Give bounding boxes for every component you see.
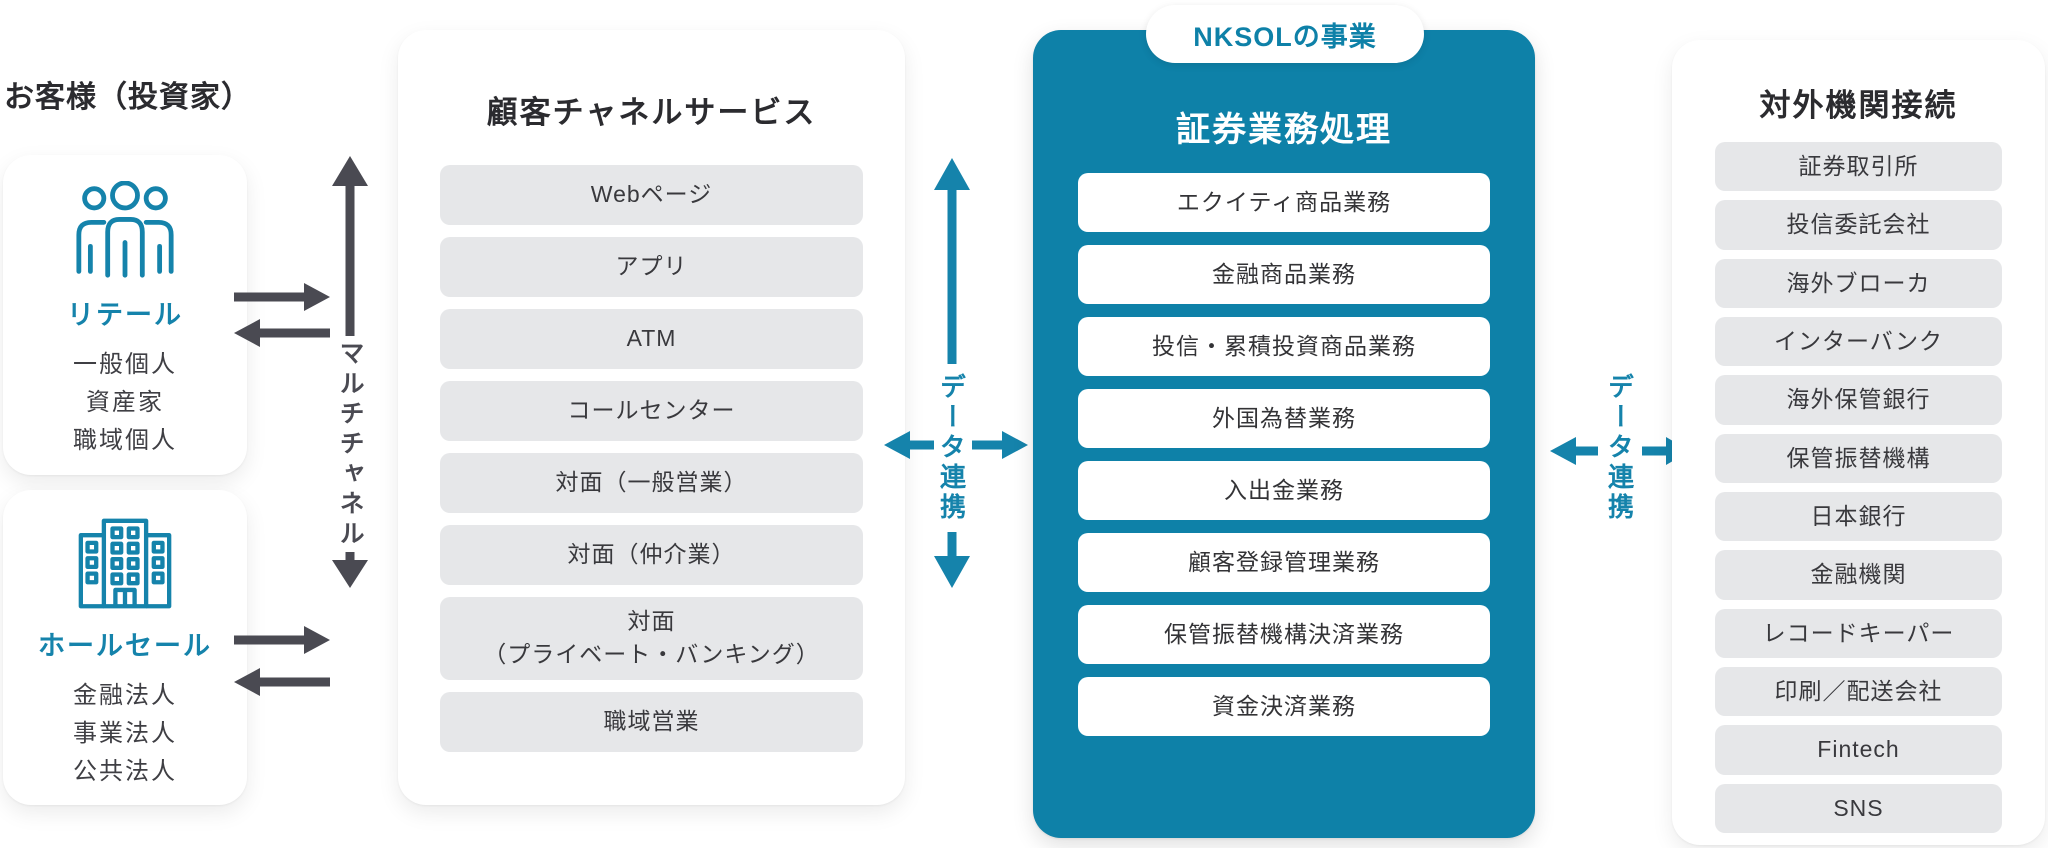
nksol-badge: NKSOLの事業 bbox=[1146, 5, 1424, 63]
external-item-pill: インターバンク bbox=[1715, 317, 2002, 367]
securities-item-pill: 保管振替機構決済業務 bbox=[1078, 605, 1490, 664]
people-icon bbox=[76, 181, 174, 278]
wholesale-inbound-arrow bbox=[234, 668, 330, 696]
channel-services-list: Webページアプリ ATM コールセンター対面（一般営業） 対面（仲介業） 対面 （プラ… bbox=[440, 165, 863, 752]
external-item-pill: SNS bbox=[1715, 783, 2002, 834]
building-icon bbox=[78, 518, 172, 609]
retail-card: リテール 一般個人資産家職域個人 bbox=[3, 155, 247, 475]
external-item-pill: レコードキーパー bbox=[1715, 608, 2002, 659]
securities-item-pill: エクイティ商品業務 bbox=[1078, 173, 1490, 232]
retail-member-item: 職域個人 bbox=[73, 427, 177, 454]
channel-item-pill: 対面（仲介業） bbox=[440, 525, 863, 585]
securities-item-pill: 資金決済業務 bbox=[1078, 677, 1490, 736]
data-link-left-arrow-toward-channel bbox=[884, 431, 934, 459]
multichannel-arrow-bottom bbox=[332, 552, 368, 588]
external-item-pill: 投信委託会社 bbox=[1715, 200, 2002, 250]
retail-outbound-arrow bbox=[234, 283, 330, 311]
wholesale-outbound-arrow bbox=[234, 626, 330, 654]
wholesale-member-item: 公共法人 bbox=[73, 758, 177, 785]
external-institutions-card: 対外機関接続 証券取引所投信委託会社海外ブローカインターバンク海外保管銀行保管振… bbox=[1672, 40, 2045, 845]
channel-item-pill: Webページ bbox=[440, 165, 863, 225]
retail-member-item: 一般個人 bbox=[73, 351, 177, 378]
wholesale-members: 金融法人事業法人公共法人 bbox=[73, 677, 177, 791]
retail-members: 一般個人資産家職域個人 bbox=[73, 346, 177, 460]
external-institutions-list: 証券取引所投信委託会社海外ブローカインターバンク海外保管銀行保管振替機構日本銀行… bbox=[1715, 142, 2002, 834]
retail-inbound-arrow bbox=[234, 319, 330, 347]
data-link-right-arrow-toward-securities bbox=[1550, 437, 1598, 465]
securities-title: 証券業務処理 bbox=[1176, 111, 1392, 149]
securities-card: 証券業務処理 エクイティ商品業務金融商品業務投信・累積投資商品業務外国為替業務入… bbox=[1033, 30, 1535, 838]
external-item-pill: 日本銀行 bbox=[1715, 492, 2002, 542]
securities-item-pill: 顧客登録管理業務 bbox=[1078, 533, 1490, 592]
wholesale-member-item: 金融法人 bbox=[73, 682, 177, 709]
channel-item-pill: 対面 （プライベート・バンキング） bbox=[440, 597, 863, 680]
multichannel-arrow-top bbox=[332, 156, 368, 336]
wholesale-label: ホールセール bbox=[38, 631, 212, 661]
external-item-pill: 海外ブローカ bbox=[1715, 258, 2002, 309]
channel-item-pill: 対面（一般営業） bbox=[440, 453, 863, 513]
data-link-left-arrow-down bbox=[934, 532, 970, 588]
external-item-pill: 印刷／配送会社 bbox=[1715, 667, 2002, 717]
securities-item-pill: 入出金業務 bbox=[1078, 461, 1490, 520]
securities-item-pill: 金融商品業務 bbox=[1078, 245, 1490, 304]
external-institutions-title: 対外機関接続 bbox=[1759, 88, 1958, 123]
channel-services-title: 顧客チャネルサービス bbox=[486, 95, 817, 130]
wholesale-member-item: 事業法人 bbox=[73, 720, 177, 747]
channel-item-pill: コールセンター bbox=[440, 381, 863, 441]
retail-member-item: 資産家 bbox=[86, 389, 164, 416]
channel-item-pill: ATM bbox=[440, 309, 863, 369]
channel-item-pill: 職域営業 bbox=[440, 691, 863, 752]
wholesale-card: ホールセール 金融法人事業法人公共法人 bbox=[3, 490, 247, 805]
securities-item-pill: 投信・累積投資商品業務 bbox=[1078, 317, 1490, 376]
external-item-pill: 海外保管銀行 bbox=[1715, 375, 2002, 425]
data-link-left-label: データ連携 bbox=[936, 373, 967, 523]
securities-list: エクイティ商品業務金融商品業務投信・累積投資商品業務外国為替業務入出金業務顧客登… bbox=[1078, 173, 1490, 736]
external-item-pill: 証券取引所 bbox=[1715, 142, 2002, 192]
data-link-left-arrow-toward-securities bbox=[972, 431, 1028, 459]
securities-item-pill: 外国為替業務 bbox=[1078, 389, 1490, 448]
customers-heading: お客様（投資家） bbox=[4, 81, 252, 114]
multichannel-label: マルチチャネル bbox=[336, 340, 364, 550]
external-item-pill: 保管振替機構 bbox=[1715, 433, 2002, 484]
external-item-pill: 金融機関 bbox=[1715, 550, 2002, 600]
channel-services-card: 顧客チャネルサービス Webページアプリ ATM コールセンター対面（一般営業） 対面… bbox=[398, 30, 905, 805]
data-link-left-arrow-up bbox=[934, 158, 970, 364]
external-item-pill: Fintech bbox=[1715, 725, 2002, 775]
retail-label: リテール bbox=[67, 300, 183, 330]
data-link-right-label: データ連携 bbox=[1604, 373, 1635, 523]
channel-item-pill: アプリ bbox=[440, 237, 863, 297]
